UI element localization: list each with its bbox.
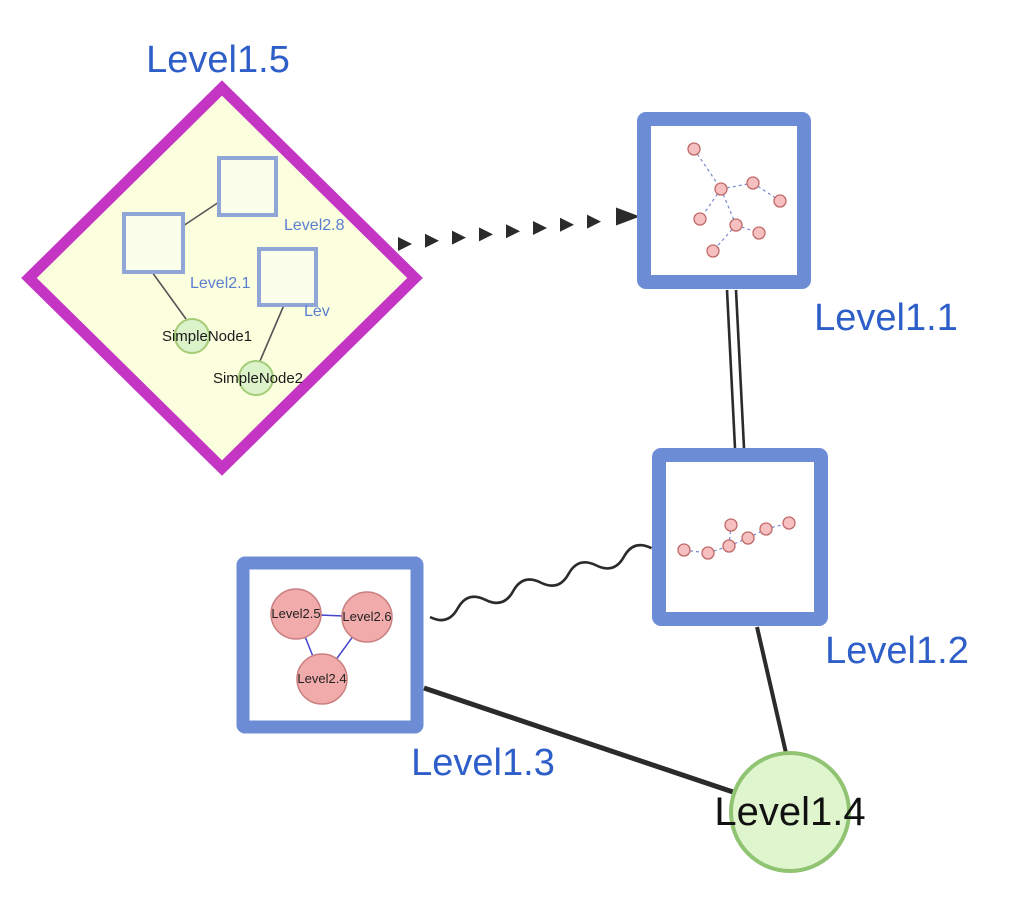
level1-2-mini-graph-edges (683, 522, 790, 554)
mini-node[interactable] (752, 226, 766, 240)
node-lev-square[interactable] (257, 247, 318, 307)
node-level1-4-label: Level1.4 (714, 790, 865, 834)
level1-1-mini-graph (687, 142, 787, 258)
node-simplenode1-label: SimpleNode1 (162, 328, 252, 345)
node-level2-1-square[interactable] (122, 212, 185, 274)
mini-node[interactable] (714, 182, 728, 196)
mini-node[interactable] (741, 531, 755, 545)
node-level2-5-circle[interactable] (270, 588, 322, 640)
node-level2-5-label: Level2.5 (271, 606, 320, 621)
node-level1-5-label: Level1.5 (146, 39, 290, 81)
edge-level1-3-to-level1-2[interactable] (429, 543, 653, 622)
level1-5-inner-edges[interactable] (151, 201, 285, 362)
node-simplenode1-circle[interactable] (174, 318, 210, 354)
mini-node[interactable] (782, 516, 796, 530)
mini-node[interactable] (773, 194, 787, 208)
edge-level1-5-to-level1-1[interactable] (398, 207, 640, 252)
mini-node[interactable] (677, 543, 691, 557)
mini-node[interactable] (724, 518, 738, 532)
node-level2-6-label: Level2.6 (342, 609, 391, 624)
node-level2-4-label: Level2.4 (297, 671, 346, 686)
edge-level1-3-to-level1-4[interactable] (423, 685, 734, 795)
node-level1-2-square[interactable] (652, 448, 828, 626)
mini-node[interactable] (759, 522, 773, 536)
node-level1-1-label: Level1.1 (814, 297, 958, 339)
node-simplenode2-circle[interactable] (238, 360, 274, 396)
node-level1-5-diamond[interactable] (21, 80, 423, 476)
mini-node[interactable] (701, 546, 715, 560)
node-level1-3-label: Level1.3 (411, 742, 555, 784)
edge-level1-1-to-level1-2[interactable] (725, 289, 746, 449)
edge-level1-2-to-level1-4[interactable] (755, 626, 788, 754)
level1-2-mini-graph (677, 516, 796, 560)
node-level2-1-label: Level2.1 (190, 275, 251, 292)
node-level1-2-label: Level1.2 (825, 630, 969, 672)
mini-node[interactable] (706, 244, 720, 258)
mini-node[interactable] (722, 539, 736, 553)
node-level2-6-circle[interactable] (341, 591, 393, 643)
mini-node[interactable] (746, 176, 760, 190)
node-level2-4-circle[interactable] (296, 653, 348, 705)
node-simplenode2-label: SimpleNode2 (213, 370, 303, 387)
node-level2-8-square[interactable] (217, 156, 278, 217)
mini-node[interactable] (693, 212, 707, 226)
mini-node[interactable] (687, 142, 701, 156)
node-level1-1-square[interactable] (637, 112, 811, 289)
level1-1-mini-graph-edges (693, 148, 781, 252)
mini-node[interactable] (729, 218, 743, 232)
node-level2-8-label: Level2.8 (284, 217, 345, 234)
node-level1-4-circle[interactable] (729, 751, 851, 873)
node-lev-label: Lev (304, 303, 330, 320)
